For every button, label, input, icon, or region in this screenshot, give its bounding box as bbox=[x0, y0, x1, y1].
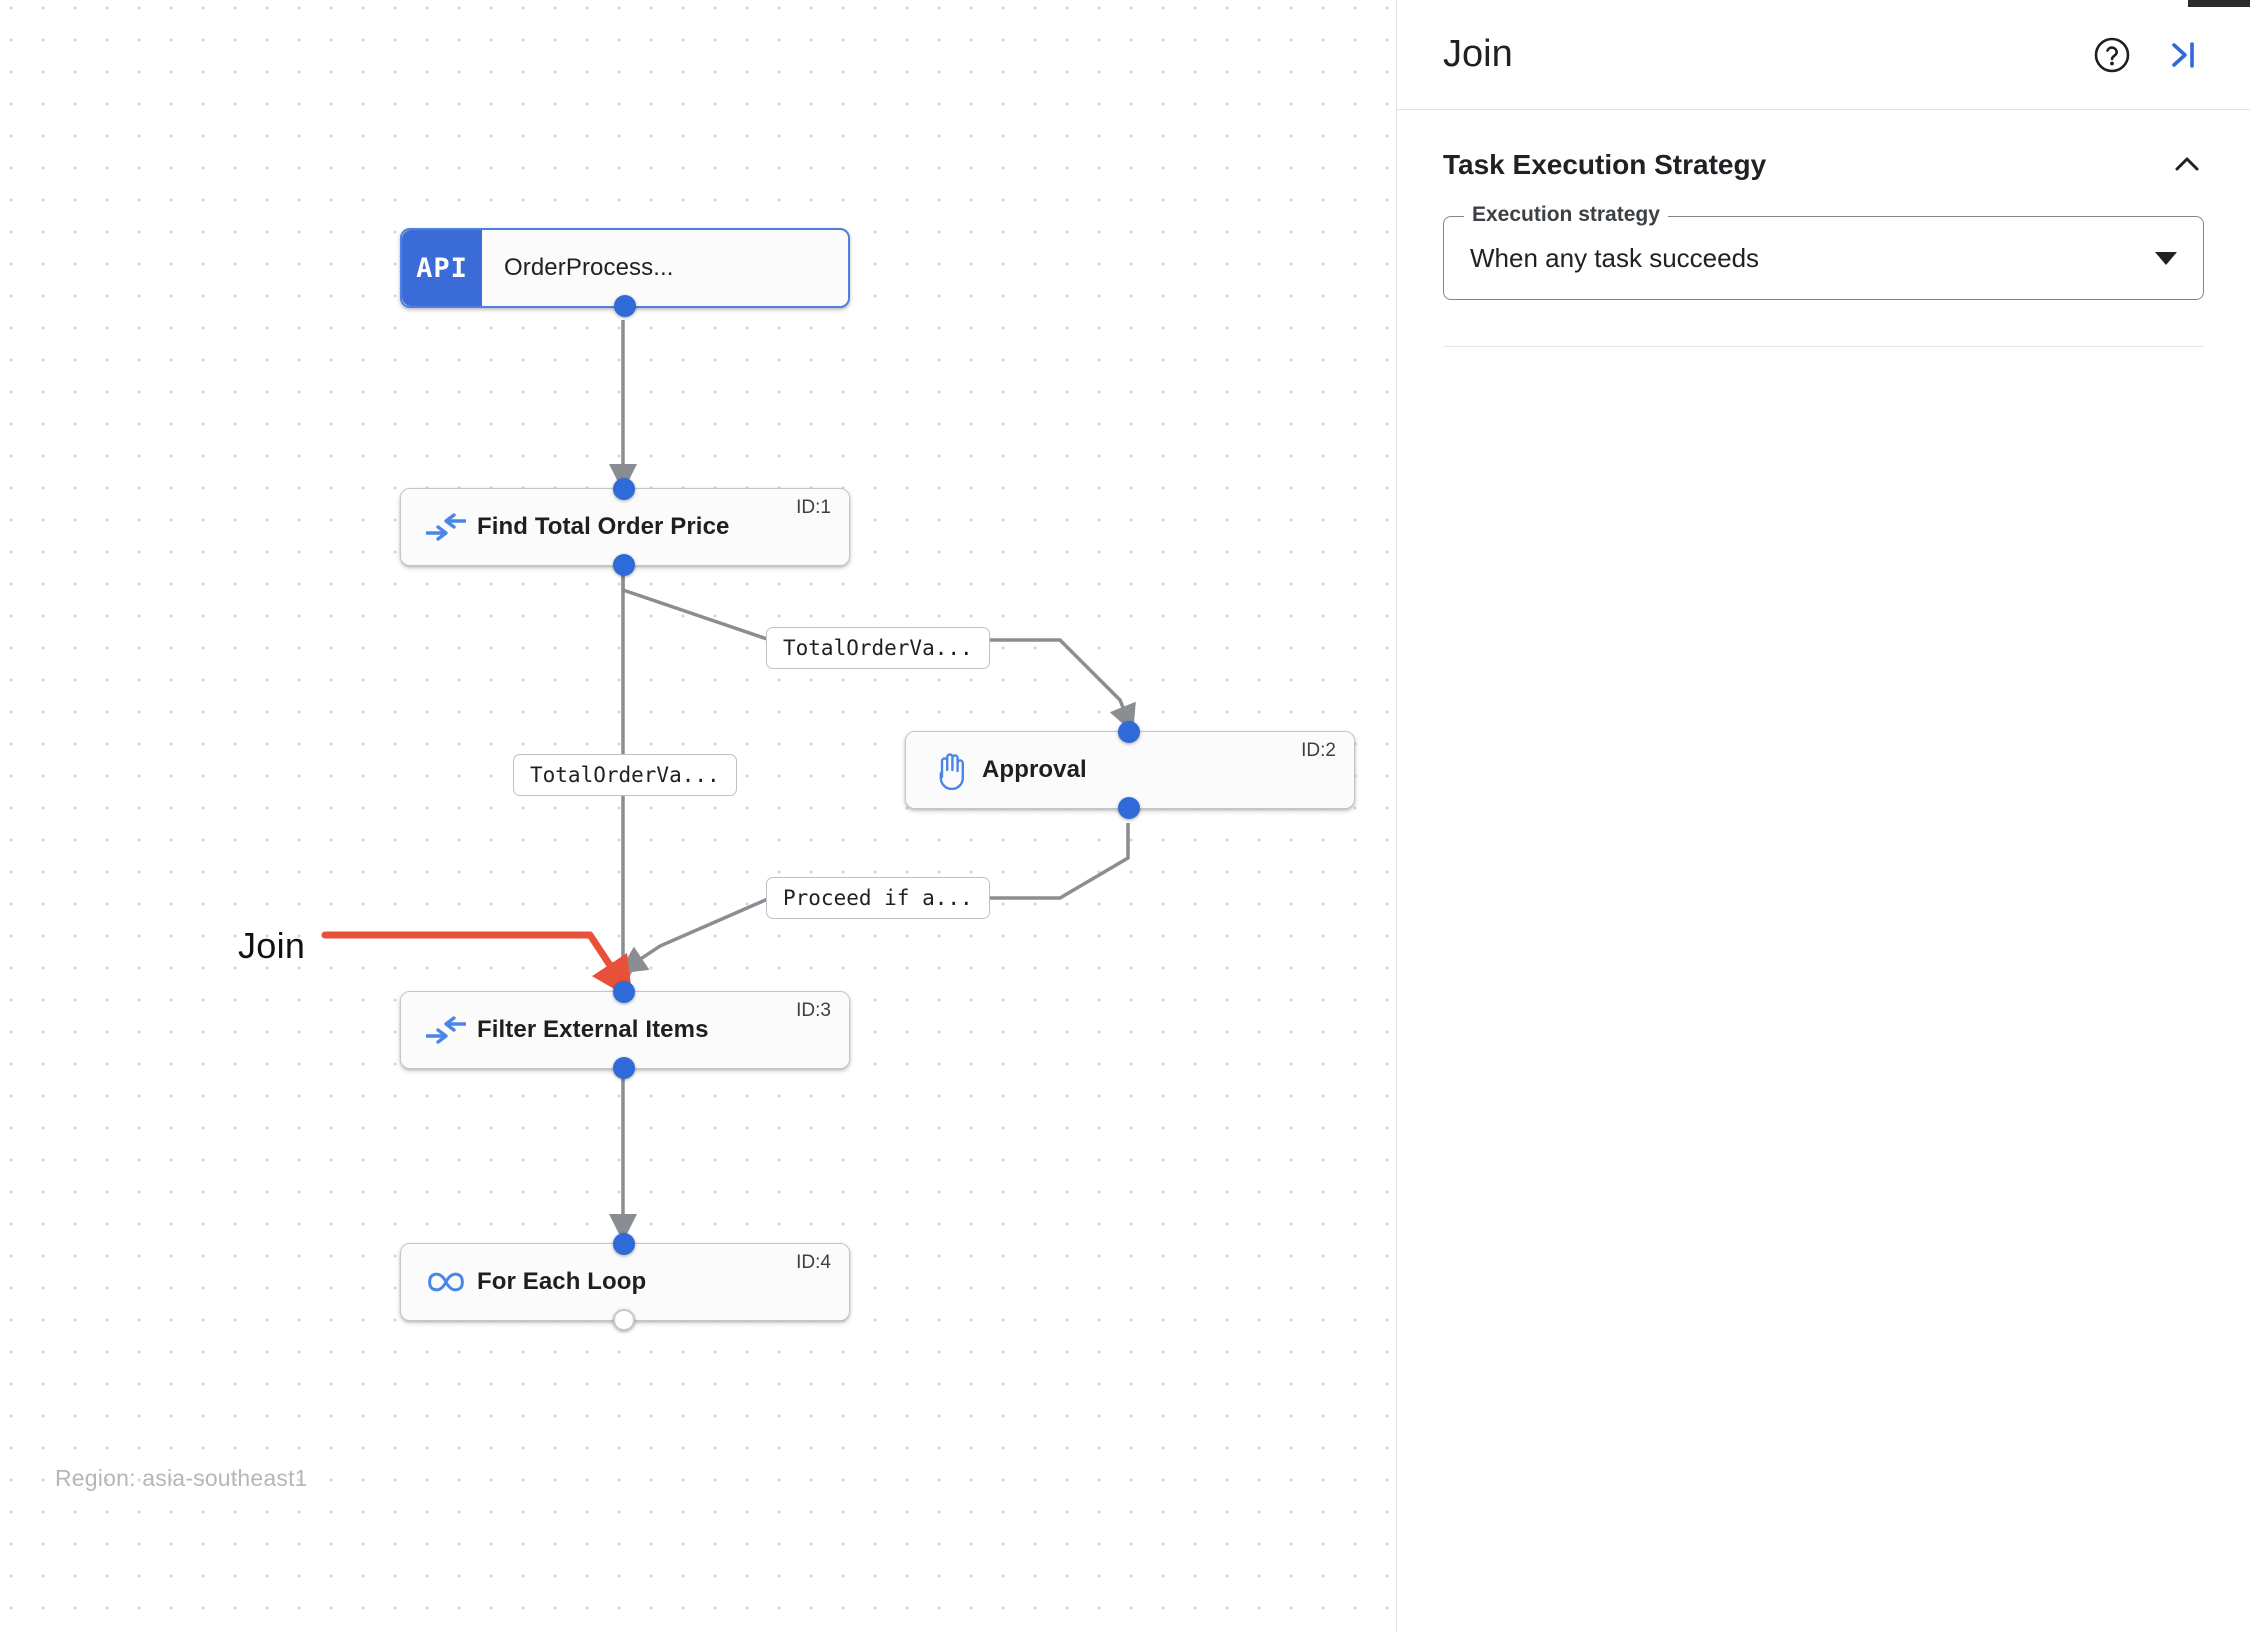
node-title: For Each Loop bbox=[477, 1268, 647, 1295]
node-api-trigger[interactable]: API OrderProcess... bbox=[400, 228, 850, 317]
node-id-label: ID:4 bbox=[796, 1252, 831, 1273]
connector-input[interactable] bbox=[613, 478, 635, 500]
node-id-label: ID:1 bbox=[796, 497, 831, 518]
raised-hand-icon bbox=[920, 750, 982, 790]
task-execution-strategy-section: Task Execution Strategy Execution strate… bbox=[1397, 110, 2250, 347]
node-filter-external-items[interactable]: Filter External Items ID:3 bbox=[400, 981, 850, 1079]
region-label: Region: asia-southeast1 bbox=[55, 1465, 308, 1491]
node-title: Find Total Order Price bbox=[477, 513, 730, 540]
help-circle-icon[interactable] bbox=[2090, 33, 2134, 77]
node-approval[interactable]: Approval ID:2 bbox=[905, 721, 1355, 819]
panel-header: Join bbox=[1397, 0, 2250, 110]
window-corner-artifact bbox=[2188, 0, 2250, 7]
details-panel: Join Task Execution Strategy bbox=[1396, 0, 2250, 1632]
node-title: Filter External Items bbox=[477, 1016, 709, 1043]
section-header[interactable]: Task Execution Strategy bbox=[1443, 148, 2204, 182]
annotation-label: Join bbox=[238, 925, 306, 966]
node-title: Approval bbox=[982, 756, 1087, 783]
edge-label[interactable]: TotalOrderVa... bbox=[766, 627, 990, 669]
execution-strategy-select[interactable]: Execution strategy When any task succeed… bbox=[1443, 203, 2204, 300]
annotation-arrow bbox=[321, 931, 633, 1000]
execution-strategy-value: When any task succeeds bbox=[1470, 242, 1760, 273]
chevron-down-icon[interactable] bbox=[2155, 251, 2177, 265]
edge-label[interactable]: Proceed if a... bbox=[766, 877, 990, 919]
node-id-label: ID:2 bbox=[1301, 740, 1336, 761]
panel-title: Join bbox=[1443, 33, 1513, 75]
collapse-panel-icon[interactable] bbox=[2160, 33, 2204, 77]
connector-output[interactable] bbox=[613, 554, 635, 576]
connector-loop-output[interactable] bbox=[613, 1309, 635, 1331]
chevron-up-icon[interactable] bbox=[2170, 148, 2204, 182]
connector-output[interactable] bbox=[613, 1057, 635, 1079]
merge-arrows-icon bbox=[415, 512, 477, 542]
edge-label[interactable]: TotalOrderVa... bbox=[513, 754, 737, 796]
connector-output[interactable] bbox=[1118, 797, 1140, 819]
node-for-each-loop[interactable]: For Each Loop ID:4 bbox=[400, 1233, 850, 1331]
node-id-label: ID:3 bbox=[796, 1000, 831, 1021]
merge-arrows-icon bbox=[415, 1015, 477, 1045]
connector-output[interactable] bbox=[614, 295, 636, 317]
workflow-canvas[interactable]: Join API OrderProcess... Find bbox=[0, 0, 1396, 1632]
connector-input[interactable] bbox=[613, 981, 635, 1003]
execution-strategy-label: Execution strategy bbox=[1464, 203, 1668, 227]
connector-input[interactable] bbox=[613, 1233, 635, 1255]
section-title: Task Execution Strategy bbox=[1443, 149, 1767, 180]
node-title: OrderProcess... bbox=[504, 254, 674, 281]
connector-input[interactable] bbox=[1118, 721, 1140, 743]
node-find-total-order-price[interactable]: Find Total Order Price ID:1 bbox=[400, 478, 850, 576]
infinity-icon bbox=[415, 1268, 477, 1296]
api-icon: API bbox=[402, 230, 482, 306]
section-divider bbox=[1443, 346, 2204, 347]
